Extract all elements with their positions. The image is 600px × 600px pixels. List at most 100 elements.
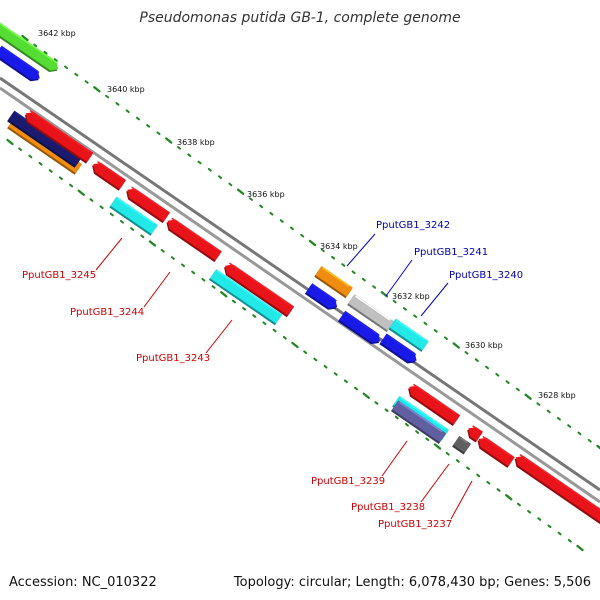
genome-summary: Topology: circular; Length: 6,078,430 bp… — [233, 575, 591, 590]
lower-tick-dot-14 — [148, 240, 157, 247]
feature-darkgray-3238 — [452, 435, 472, 455]
lower-tick-dot-10 — [109, 212, 114, 217]
lower-tick-dot-8 — [89, 198, 94, 202]
feature-blue-3240-highlight — [387, 334, 417, 356]
feature-cyan-3240 — [388, 318, 429, 352]
lower-tick-dot-56 — [576, 544, 584, 552]
lower-tick-dot-27 — [282, 335, 287, 340]
upper-tick-dot-49 — [524, 393, 532, 400]
gene-label-3245[interactable]: PputGB1_3245 — [22, 270, 96, 281]
map-title: Pseudomonas putida GB-1, complete genome — [139, 10, 460, 26]
upper-tick-dot-37 — [402, 307, 407, 311]
upper-tick-dot-12 — [146, 124, 151, 128]
upper-tick-dot-45 — [485, 365, 490, 370]
upper-tick-dot-24 — [269, 211, 274, 216]
upper-tick-dot-29 — [320, 248, 325, 253]
upper-tick-dot-6 — [84, 80, 89, 84]
lower-tick-dot-42 — [433, 443, 442, 450]
upper-tick-dot-21 — [236, 188, 245, 195]
upper-tick-dot-39 — [423, 321, 428, 326]
feature-red-3243-face — [225, 264, 295, 316]
upper-tick-dot-28 — [308, 239, 317, 247]
upper-tick-dot-11 — [135, 116, 140, 121]
lower-tick-dot-21 — [220, 291, 228, 298]
feature-darkgray-3238-face — [453, 435, 472, 453]
gene-label-3240[interactable]: PputGB1_3240 — [449, 270, 523, 281]
lower-tick-dot-34 — [354, 386, 359, 391]
lower-tick-dot-17 — [181, 263, 186, 268]
feature-red-3237b-highlight — [519, 454, 600, 515]
feature-purple-3239-highlight — [399, 401, 443, 433]
lower-tick-dot-13 — [140, 234, 145, 239]
lower-tick-dot-4 — [48, 169, 53, 173]
lower-tick-dot-47 — [486, 480, 491, 485]
feature-blue-3241-face — [339, 310, 381, 343]
leader-3238 — [420, 463, 450, 503]
feature-cyan-3239-highlight — [400, 397, 446, 429]
gene-label-3241[interactable]: PputGB1_3241 — [414, 247, 488, 258]
feature-red-3238-face — [468, 427, 484, 441]
lower-tick-dot-29 — [303, 350, 308, 355]
lower-tick-dot-36 — [374, 401, 379, 405]
lower-tick-dot-46 — [476, 473, 481, 478]
upper-tick-dot-2 — [43, 50, 48, 55]
feature-blue-3241-highlight — [345, 312, 380, 337]
upper-tick-dot-38 — [413, 314, 418, 319]
leader-3237 — [450, 480, 473, 520]
feature-blue-3242-highlight — [312, 284, 337, 302]
feature-cyan-3244-highlight — [117, 197, 155, 225]
lower-tick-dot-11 — [119, 219, 124, 224]
upper-tick-dot-1 — [33, 43, 38, 48]
tick-label-3634: 3634 kbp — [320, 242, 358, 251]
feature-orange-3242-highlight — [322, 267, 350, 287]
feature-red-3245a-face — [25, 112, 94, 162]
lower-tick-dot-32 — [333, 372, 338, 376]
feature-darkgray-3238-highlight — [460, 437, 468, 443]
gene-label-3238[interactable]: PputGB1_3238 — [351, 502, 425, 513]
feature-blue-top — [0, 45, 40, 82]
upper-tick-dot-3 — [53, 58, 58, 62]
upper-tick-dot-46 — [495, 372, 500, 377]
upper-tick-dot-25 — [279, 219, 284, 223]
feature-blue-3242-face — [306, 283, 338, 309]
leader-3243 — [205, 319, 233, 354]
lower-tick-dot-55 — [567, 538, 572, 543]
feature-green-top — [0, 10, 59, 73]
upper-tick-dot-23 — [259, 204, 264, 209]
upper-tick-dot-50 — [536, 402, 541, 406]
leader-3239 — [381, 440, 408, 477]
lower-tick-dot-52 — [537, 517, 542, 521]
gene-labels: PputGB1_3242 PputGB1_3241 PputGB1_3240 P… — [22, 220, 523, 530]
upper-tick-dot-44 — [474, 358, 479, 362]
lower-tick-dot-43 — [445, 451, 450, 456]
lower-tick-dot-38 — [394, 415, 399, 420]
feature-orange-3242 — [314, 266, 353, 299]
upper-tick-dot-26 — [289, 226, 294, 231]
feature-red-3244 — [166, 217, 222, 263]
lower-tick-dot-15 — [160, 248, 165, 253]
gene-label-3243[interactable]: PputGB1_3243 — [136, 353, 210, 364]
upper-tick-dot-15 — [177, 146, 182, 150]
gene-label-3244[interactable]: PputGB1_3244 — [70, 307, 144, 318]
lower-tick-dot-41 — [425, 437, 430, 442]
upper-tick-dot-0 — [21, 34, 29, 42]
lower-tick-dot-31 — [323, 364, 328, 369]
feature-cyan-3243-face — [210, 269, 283, 324]
tick-label-3632: 3632 kbp — [392, 292, 430, 301]
feature-purple-3239-face — [392, 400, 447, 443]
gene-label-3242[interactable]: PputGB1_3242 — [376, 220, 450, 231]
feature-cyan-3244 — [109, 196, 158, 236]
upper-tick-dot-53 — [567, 424, 572, 428]
feature-red-3245c-face — [127, 188, 171, 222]
feature-red-3245a-highlight — [29, 110, 90, 153]
feature-blue-3241 — [337, 310, 381, 345]
gene-label-3237[interactable]: PputGB1_3237 — [378, 519, 452, 530]
lower-tick-dot-6 — [69, 183, 74, 188]
feature-purple-3239 — [390, 400, 447, 444]
upper-tick-dot-22 — [248, 197, 253, 201]
gene-label-3239[interactable]: PputGB1_3239 — [311, 476, 385, 487]
tick-label-3630: 3630 kbp — [465, 341, 503, 350]
lower-tick-dot-33 — [343, 379, 348, 384]
feature-red-3237b — [514, 454, 600, 526]
upper-tick-dot-36 — [392, 299, 397, 304]
